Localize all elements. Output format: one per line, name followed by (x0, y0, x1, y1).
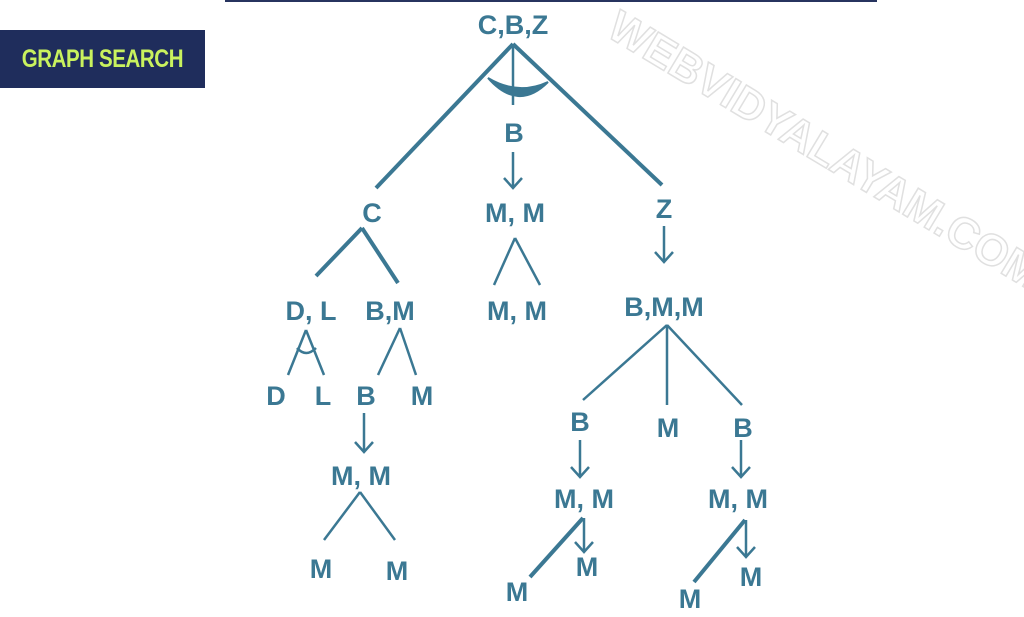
arrow (570, 440, 590, 479)
node-mm: M, M (485, 198, 545, 228)
edge (376, 327, 402, 376)
node-m: M (310, 554, 333, 584)
node-labels: C,B,Z B M, M M, M C Z D, L B,M D L B M M… (266, 10, 768, 614)
node-mm: M, M (554, 484, 614, 514)
edge-root-z (511, 42, 664, 187)
node-b: B (504, 118, 524, 148)
node-bmm: B,M,M (624, 292, 703, 322)
arrow (736, 520, 756, 559)
edge (314, 226, 364, 278)
edge-root-c (374, 42, 515, 190)
edge (358, 491, 397, 541)
edge (513, 237, 542, 286)
edge (666, 324, 743, 406)
edge (360, 226, 400, 285)
node-m: M (679, 584, 702, 614)
node-m: M (576, 552, 599, 582)
edge (286, 329, 308, 376)
top-divider (225, 0, 877, 2)
arrow-z-bmm (654, 226, 674, 264)
edge (582, 324, 668, 401)
arrow (731, 440, 751, 479)
node-mm: M, M (708, 484, 768, 514)
arrow (574, 518, 594, 554)
title-banner: GRAPH SEARCH (0, 30, 205, 88)
node-m: M (386, 556, 409, 586)
node-z: Z (656, 194, 673, 224)
edge (528, 516, 585, 579)
node-root: C,B,Z (478, 10, 549, 40)
and-arc (487, 77, 549, 98)
node-mm: M, M (487, 296, 547, 326)
node-c: C (362, 198, 382, 228)
arrow-b-mm (503, 152, 523, 190)
node-b: B (570, 407, 590, 437)
node-m: M (657, 413, 680, 443)
and-arc (296, 347, 317, 355)
node-m: M (411, 381, 434, 411)
node-bm: B,M (365, 296, 415, 326)
edges (286, 42, 756, 584)
node-l: L (315, 381, 332, 411)
node-b: B (733, 413, 753, 443)
edge (398, 327, 418, 376)
node-d: D (266, 381, 286, 411)
node-m: M (506, 577, 529, 607)
node-m: M (740, 562, 763, 592)
banner-title: GRAPH SEARCH (21, 44, 184, 73)
edge (304, 329, 326, 376)
node-mm: M, M (331, 461, 391, 491)
node-dl: D, L (286, 296, 337, 326)
edge (492, 237, 517, 286)
arrow (354, 413, 374, 454)
edge (323, 491, 361, 541)
edge (692, 518, 747, 584)
node-b: B (356, 381, 376, 411)
